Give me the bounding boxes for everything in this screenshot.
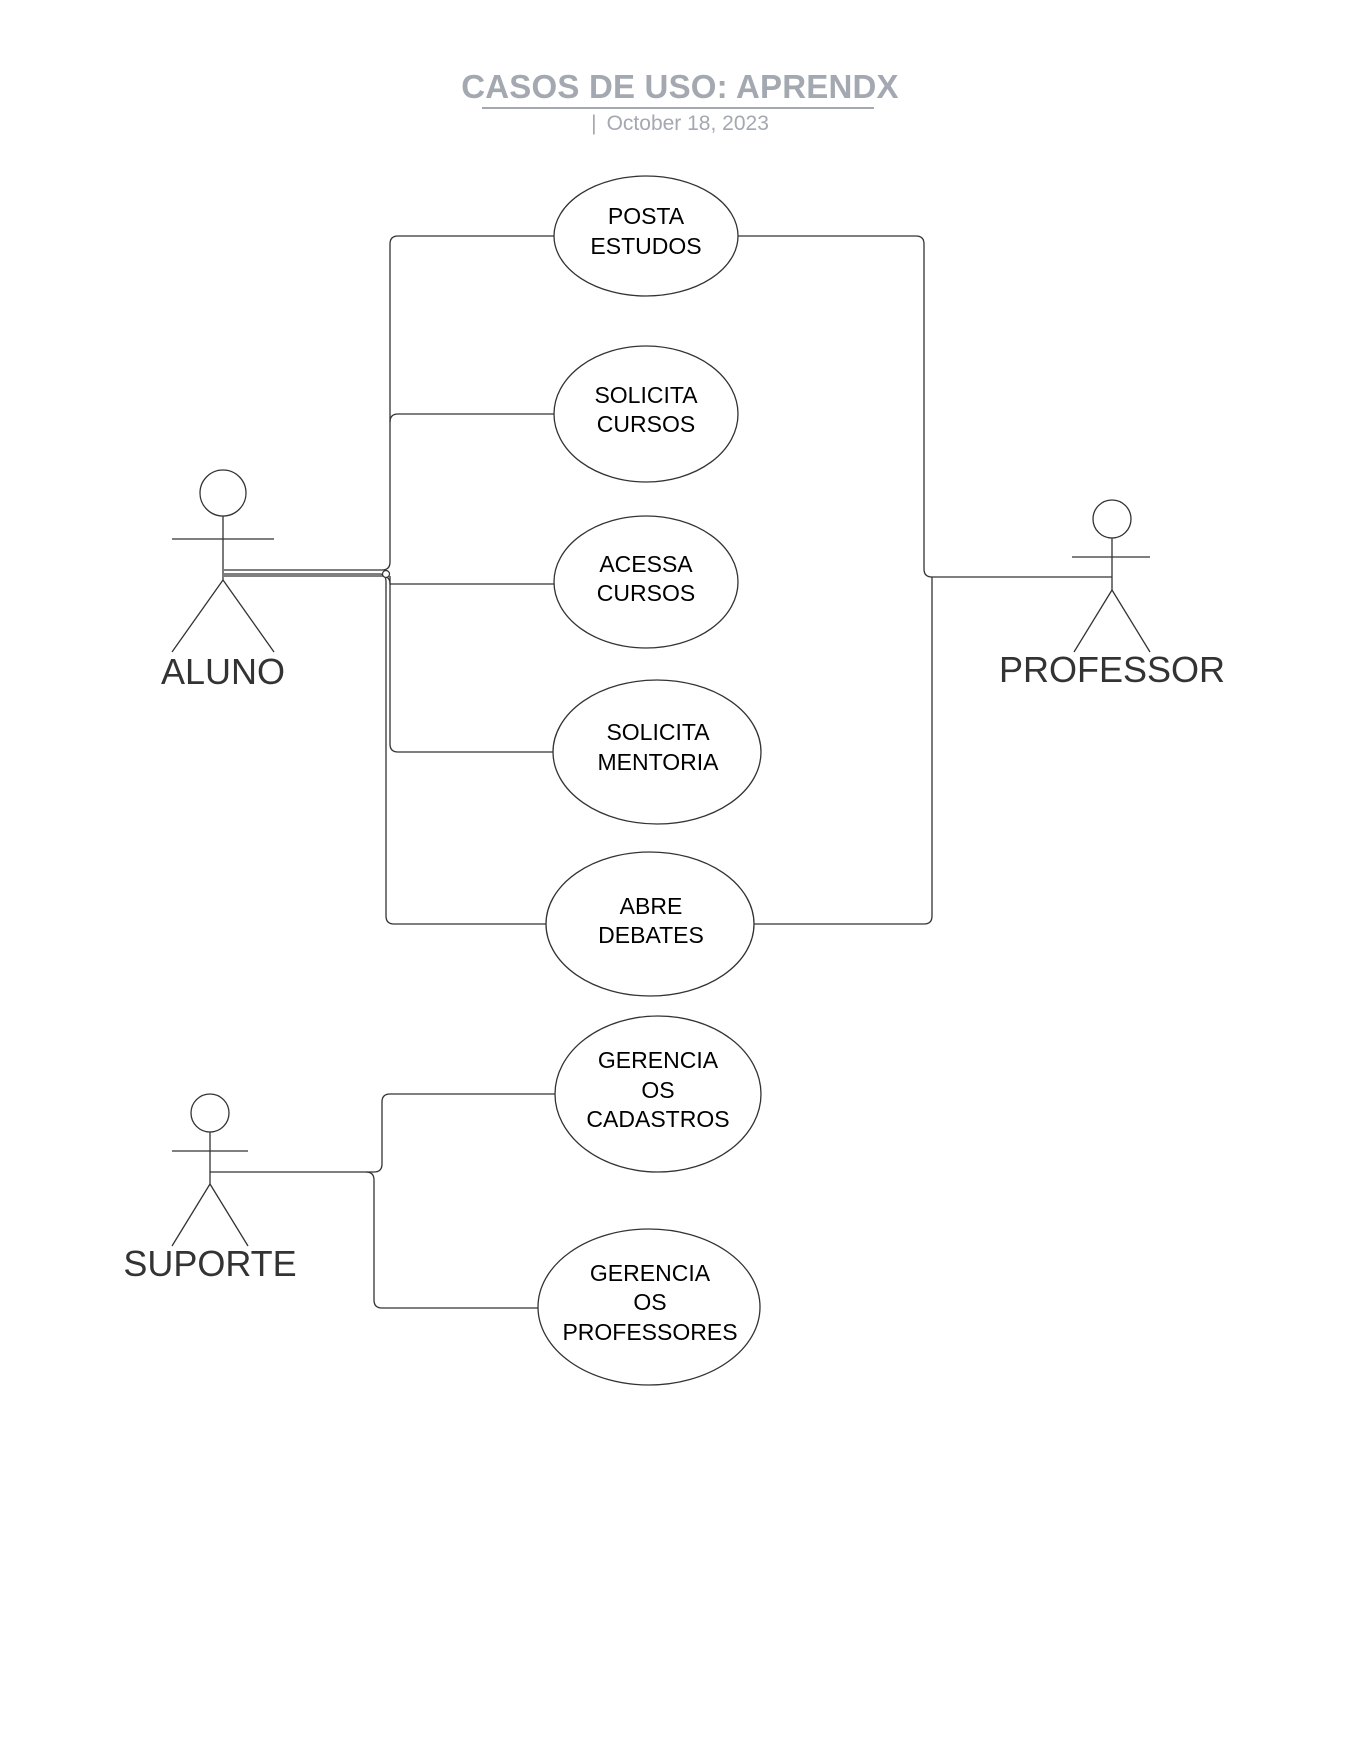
use-case-label-line: SOLICITA [594,382,698,408]
title-underline [482,107,874,109]
use-case-label-line: GERENCIA [590,1260,711,1286]
use-case-ellipse [554,1015,762,1173]
use-case-solicita-cursos: SOLICITA CURSOS [553,345,739,483]
use-case-label-line: CURSOS [597,411,695,437]
use-case-label-line: OS [633,1289,666,1315]
use-case-label-line: OS [641,1077,674,1103]
actor-label: PROFESSOR [999,649,1225,690]
use-case-label-line: CADASTROS [586,1106,729,1132]
stick-figure-icon [171,1093,249,1247]
use-case-label-line: PROFESSORES [562,1319,737,1345]
use-case-gerencia-cadastros: GERENCIA OS CADASTROS [554,1015,762,1173]
actor-suporte: SUPORTE [123,1093,297,1284]
use-case-label-line: ABRE [620,893,683,919]
link-suporte-gerencia-cadastros [210,1093,556,1173]
use-case-label-line: MENTORIA [598,749,720,775]
association-lines [210,235,1112,1309]
link-aluno-solicita-cursos [389,413,556,423]
use-case-label-line: ACESSA [599,551,693,577]
link-professor-posta-estudos [736,235,1112,578]
subtitle-separator: | [591,112,597,135]
link-aluno-solicita-mentoria [389,576,556,753]
use-case-label-line: POSTA [608,203,685,229]
link-aluno-posta-estudos [224,235,556,571]
use-case-posta-estudos: POSTA ESTUDOS [553,175,739,297]
link-suporte-gerencia-professores [365,1171,540,1309]
use-case-abre-debates: ABRE DEBATES [545,851,755,997]
use-case-label-line: ESTUDOS [590,233,701,259]
link-professor-abre-debates [752,577,933,925]
use-case-ellipse [552,679,762,825]
use-case-ellipse [553,515,739,649]
actor-label: SUPORTE [123,1243,296,1284]
use-case-ellipse [545,851,755,997]
stick-figure-icon [171,469,275,653]
actor-aluno: ALUNO [161,469,285,692]
actor-label: ALUNO [161,651,285,692]
use-case-ellipse [537,1228,761,1386]
page-subtitle: | October 18, 2023 [0,112,1360,136]
stick-figure-icon [1072,499,1151,653]
use-case-label-line: GERENCIA [598,1047,719,1073]
use-case-ellipse [553,345,739,483]
use-case-gerencia-professores: GERENCIA OS PROFESSORES [537,1228,761,1386]
use-case-solicita-mentoria: SOLICITA MENTORIA [552,679,762,825]
link-aluno-abre-debates [224,573,548,925]
use-case-ellipse [553,175,739,297]
use-case-acessa-cursos: ACESSA CURSOS [553,515,739,649]
use-case-label-line: SOLICITA [606,719,710,745]
use-case-label-line: DEBATES [598,922,704,948]
actor-professor: PROFESSOR [999,499,1225,690]
use-case-label-line: CURSOS [597,580,695,606]
diagram-date: October 18, 2023 [606,112,769,135]
line-hop [381,569,391,579]
page-title: CASOS DE USO: APRENDX [461,68,899,105]
